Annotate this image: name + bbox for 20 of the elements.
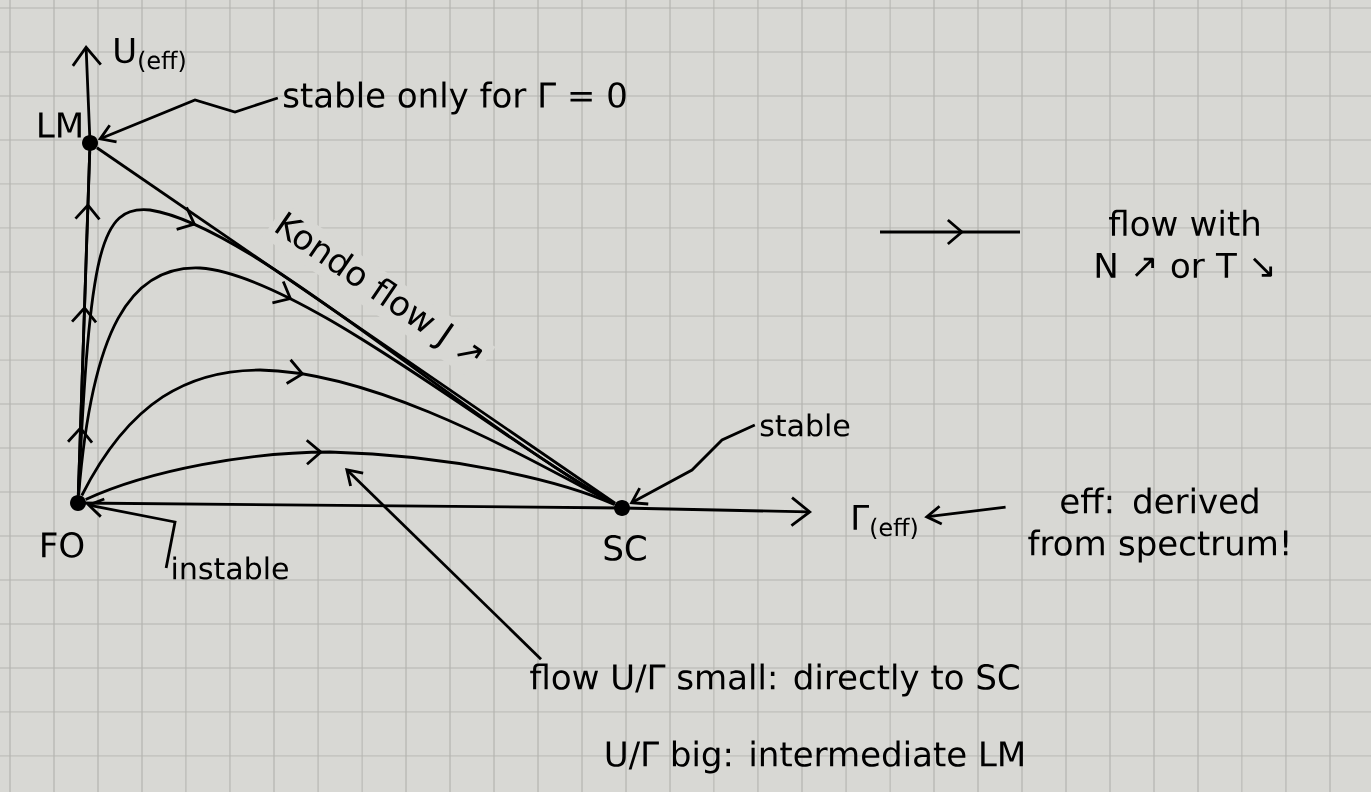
annotation: flow U/Γ small: directly to SC bbox=[530, 663, 1019, 697]
note: U/Γ big: intermediate LM bbox=[606, 740, 1023, 774]
annotation: eff: derived from spectrum! bbox=[1028, 487, 1288, 563]
annotation: stable only for Γ = 0 bbox=[284, 81, 626, 115]
leader-arrow bbox=[629, 423, 756, 506]
flow-curve bbox=[80, 358, 616, 506]
leader-arrow bbox=[924, 505, 1006, 526]
point-label: SC bbox=[604, 535, 646, 561]
leader-arrow bbox=[97, 96, 279, 144]
point-label: LM bbox=[39, 112, 81, 138]
legend-text: flow with N ↗ or T ↘ bbox=[1096, 209, 1273, 279]
annotation: instable bbox=[173, 556, 288, 580]
leader-arrow bbox=[86, 497, 177, 569]
axis-label: Γ$_{(eff)}$ bbox=[853, 504, 917, 540]
point-label: FO bbox=[42, 532, 84, 558]
leader-arrow bbox=[345, 468, 542, 661]
flow-curve bbox=[85, 439, 615, 506]
flow-line bbox=[96, 146, 616, 505]
axis-label: U$_{(eff)}$ bbox=[115, 37, 185, 73]
annotation: stable bbox=[760, 413, 850, 437]
